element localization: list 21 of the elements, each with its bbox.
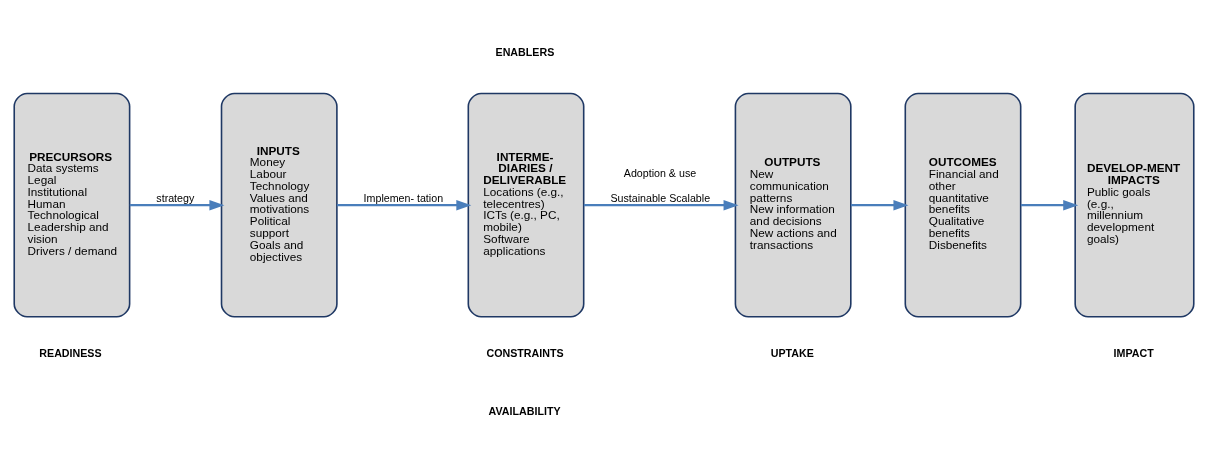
edge-label: Implemen- tation — [363, 191, 443, 204]
arrow — [129, 199, 224, 211]
arrow — [336, 199, 471, 211]
label: UPTAKE — [770, 347, 814, 360]
arrow — [583, 199, 739, 211]
label: CONSTRAINTS — [485, 347, 564, 360]
label: AVAILABILITY — [488, 405, 561, 418]
edge-label: Adoption & use — [623, 167, 696, 180]
edge-label: strategy — [155, 191, 194, 204]
arrow — [1020, 199, 1078, 211]
arrow — [850, 199, 908, 211]
node-box: DEVELOP-MENT IMPACTS Public goals (e.g., millennium development goals) — [1073, 92, 1195, 318]
node-box: INPUTS Money Labour Technology Values and motivations Political support Goals and objectives — [220, 92, 338, 318]
node-box: INTERME- DIARIES / DELIVERABLE Locations (e.g., telecentres) ICTs (e.g., PC, mobile) Software applications — [467, 92, 584, 318]
node-box: OUTCOMES Financial and other quantitative benefits Qualitative benefits Disbenefits — [904, 92, 1021, 318]
label: Sustainable Scalable — [609, 191, 710, 204]
label: READINESS — [38, 347, 102, 360]
label: ENABLERS — [495, 46, 554, 59]
node-box: PRECURSORS Data systems Legal Institutional Human Technological Leadership and vision Drivers / demand — [12, 92, 130, 318]
label: IMPACT — [1113, 347, 1154, 360]
node-box: OUTPUTS New communication patterns New information and decisions New actions and transactions — [734, 92, 852, 318]
